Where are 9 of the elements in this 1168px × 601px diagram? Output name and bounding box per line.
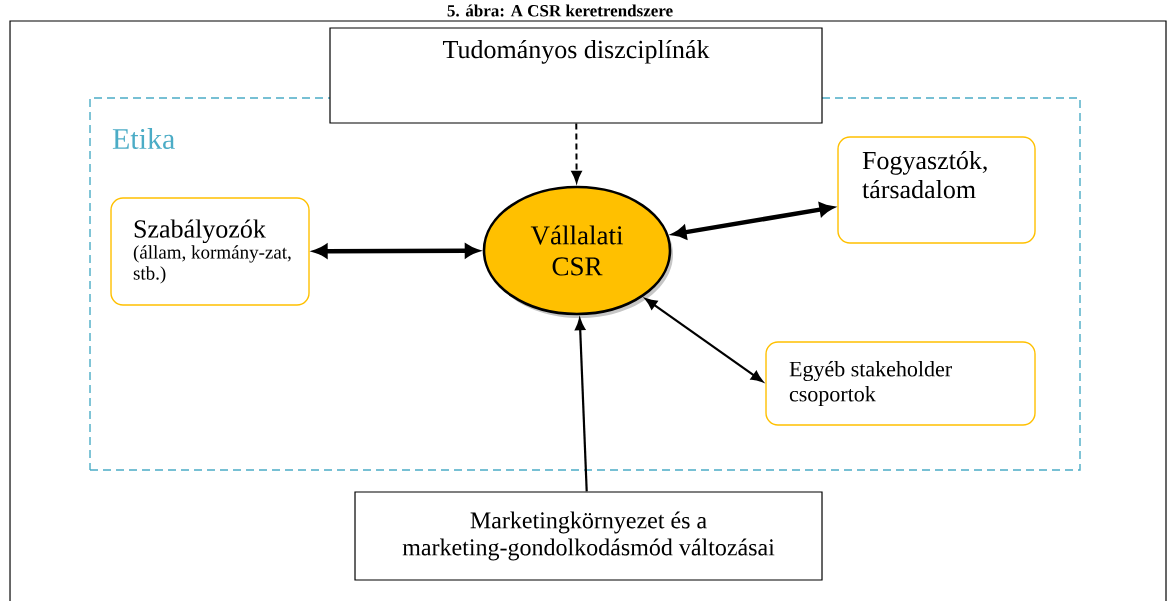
rounded-box: Szabályozók (állam, kormány-zat, stb.) <box>110 197 310 306</box>
arrow <box>571 122 582 183</box>
arrow <box>575 318 588 492</box>
figure-title: 5. ábra: A CSR keretrendszere <box>447 4 673 17</box>
process-box: Marketingkörnyezet és a marketing-gondolkodásmód változásai <box>354 491 823 581</box>
process-box: Tudományos diszciplínák <box>329 27 823 124</box>
rounded-box: Egyéb stakeholder csoportok <box>765 341 1036 426</box>
rounded-box: Fogyasztók, társadalom <box>837 136 1036 244</box>
arrow <box>645 298 763 383</box>
